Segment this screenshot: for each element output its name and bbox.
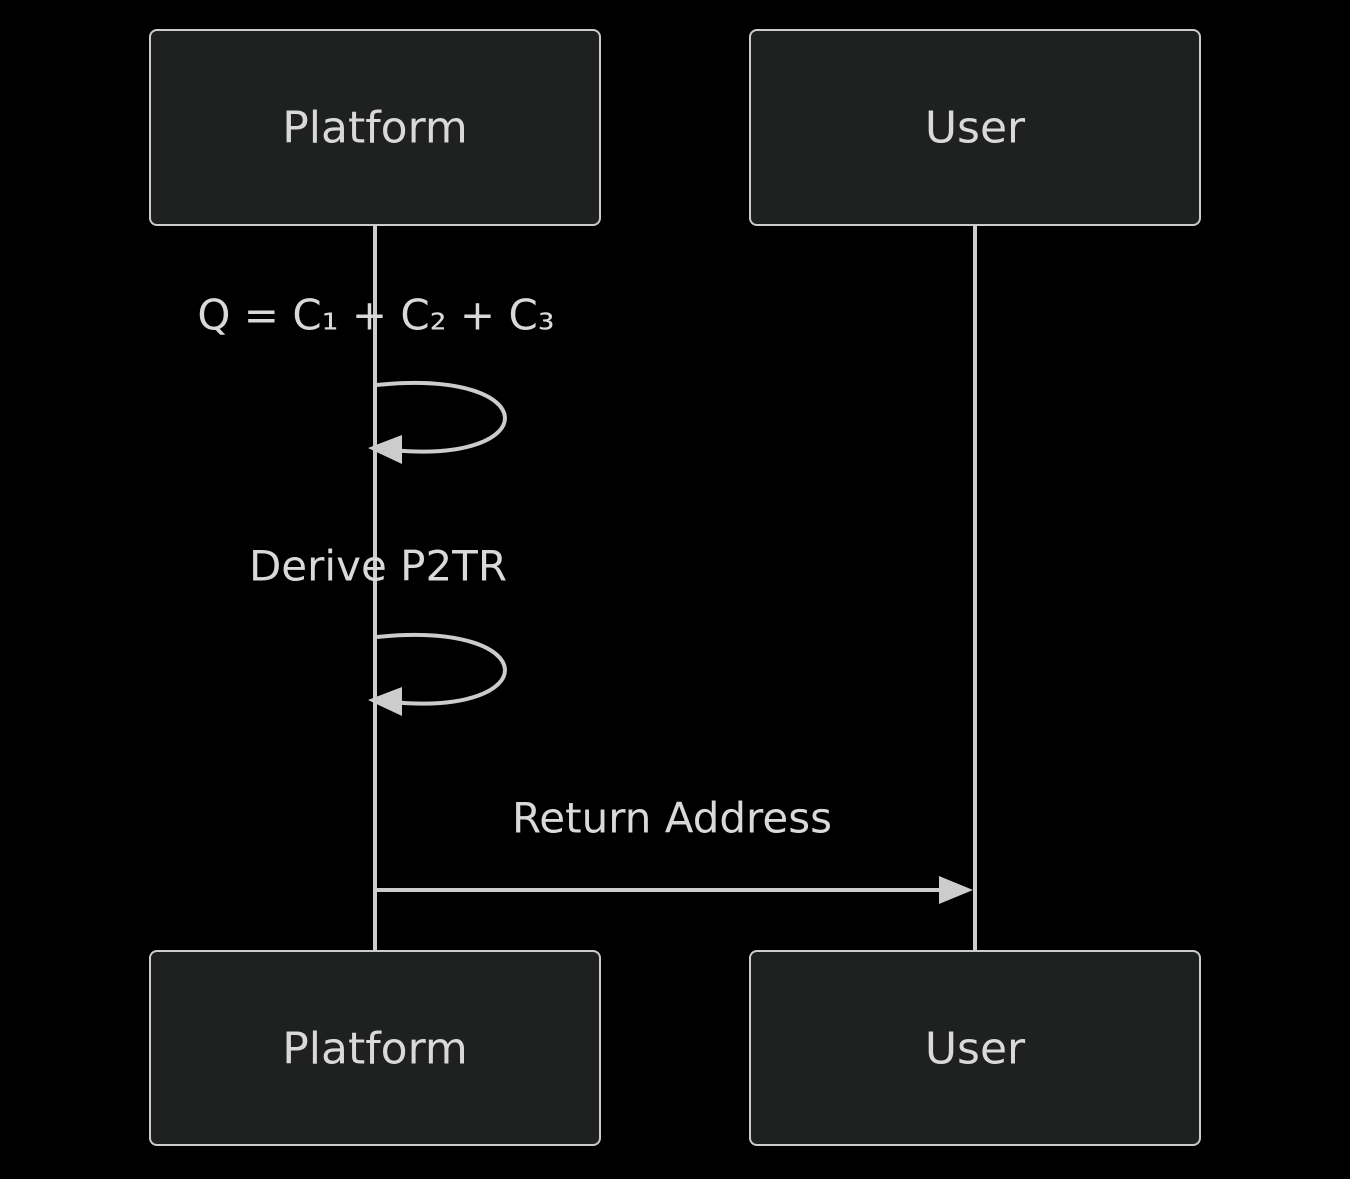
actor-platform-bottom[interactable]: Platform [149,950,601,1146]
actor-box [149,950,601,1146]
message-return-address: Return Address [377,794,973,904]
message-label: Return Address [512,794,832,843]
actor-platform-top[interactable]: Platform [149,29,601,226]
actor-box [749,29,1201,226]
actor-label: Platform [282,103,468,154]
arrowhead [939,876,973,904]
actor-label: User [925,103,1026,154]
message-self-call-1: Q = C₁ + C₂ + C₃ [197,291,555,464]
actor-user-bottom[interactable]: User [749,950,1201,1146]
self-loop [376,381,507,454]
arrowhead [368,687,402,716]
actor-label: Platform [282,1024,468,1075]
actor-box [749,950,1201,1146]
message-self-call-2: Derive P2TR [249,542,507,716]
arrowhead [368,435,402,464]
message-label: Derive P2TR [249,542,507,591]
actor-box [149,29,601,226]
actor-user-top[interactable]: User [749,29,1201,226]
self-loop [376,633,507,706]
actor-label: User [925,1024,1026,1075]
message-label: Q = C₁ + C₂ + C₃ [197,291,554,340]
